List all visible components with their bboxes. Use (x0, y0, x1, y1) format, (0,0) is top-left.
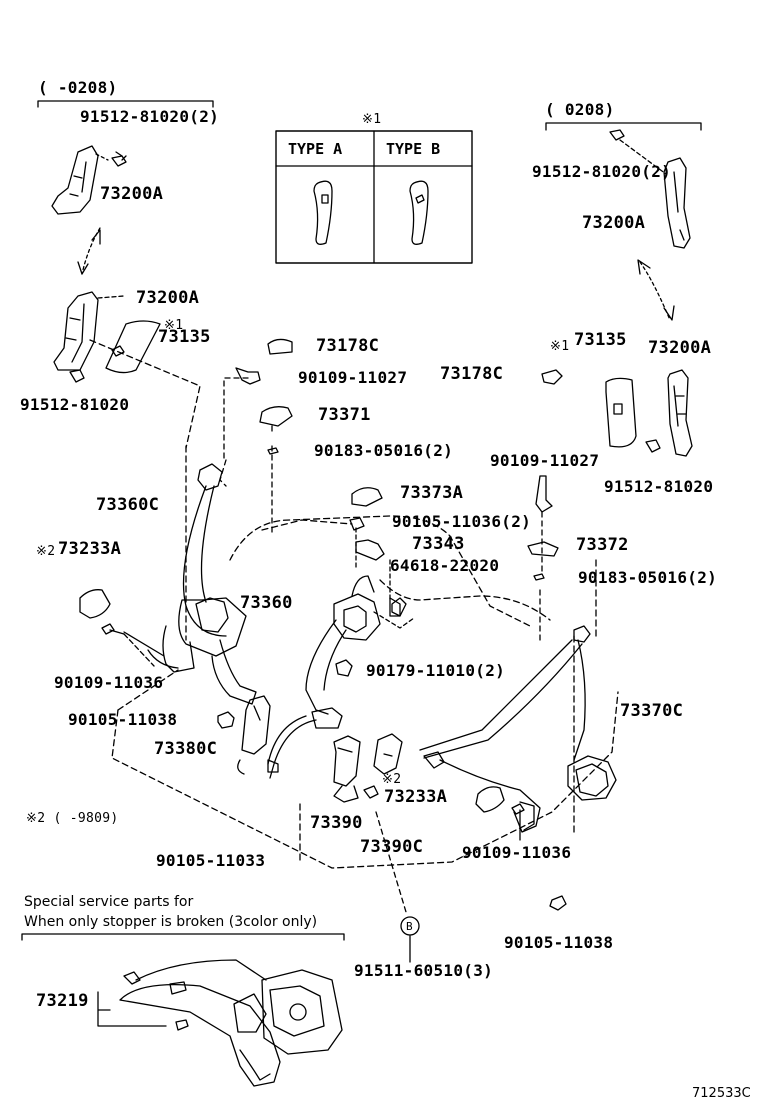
part-label[interactable]: 73373A (400, 483, 464, 503)
mark-1-table: ※1 (362, 112, 382, 127)
part-label[interactable]: 90183-05016(2) (578, 568, 718, 587)
type-b-header: TYPE B (386, 140, 441, 158)
range-bracket-left (37, 100, 214, 108)
bolt-90109-11036-left (101, 623, 165, 657)
callout-b-letter: B (406, 920, 413, 933)
guide-73373A (351, 487, 383, 507)
mark-1-right: ※1 (550, 339, 570, 354)
pillar-cover-left (105, 320, 161, 374)
part-label[interactable]: 64618-22020 (390, 556, 500, 575)
bolt-90109-11027-center (235, 367, 261, 385)
anchor-bracket-mid-left (53, 291, 125, 383)
mark-1-left: ※1 (164, 318, 184, 333)
pillar-cover-right (605, 377, 637, 448)
bolt-90109-11036-right (511, 803, 525, 841)
cap-73178C-right (541, 369, 563, 385)
part-label[interactable]: 73371 (318, 405, 371, 425)
part-label[interactable]: 73370C (620, 701, 684, 721)
part-label[interactable]: 90109-11036 (54, 673, 164, 692)
buckle-center (333, 733, 403, 803)
part-label[interactable]: 73135 (158, 327, 211, 347)
part-label[interactable]: 73372 (576, 535, 629, 555)
part-label[interactable]: 73200A (582, 213, 646, 233)
part-label[interactable]: 73343 (412, 534, 465, 554)
special-service-line2: When only stopper is broken (3color only… (24, 914, 318, 930)
bolt-90109-11027-right (535, 475, 553, 513)
mark-2-center: ※2 (382, 772, 402, 787)
nut-90105-11038-left (217, 711, 235, 729)
part-label[interactable]: 73178C (316, 336, 380, 356)
range-label-left: ( -0208) (38, 78, 118, 97)
range-label-right: ( 0208) (545, 100, 615, 119)
part-label[interactable]: 73219 (36, 991, 89, 1011)
anchor-bracket-top-left (51, 145, 127, 215)
type-a-header: TYPE A (288, 140, 343, 158)
buckle-73380C (241, 695, 271, 755)
part-label[interactable]: 90105-11038 (68, 710, 178, 729)
part-label[interactable]: 90109-11036 (462, 843, 572, 862)
range-bracket-right (545, 122, 702, 131)
part-label[interactable]: 73233A (58, 539, 122, 559)
part-label[interactable]: 90109-11027 (490, 451, 600, 470)
callout-b-circle (400, 916, 420, 936)
guide-73371 (259, 406, 293, 427)
part-label[interactable]: 90109-11027 (298, 368, 408, 387)
part-label[interactable]: 73178C (440, 364, 504, 384)
part-label[interactable]: 73200A (100, 184, 164, 204)
diagram-id: 712533C (692, 1086, 751, 1101)
mark-2-left: ※2 (36, 544, 56, 559)
part-label[interactable]: 73200A (136, 288, 200, 308)
arrow-down-left (81, 227, 101, 275)
washer-90183-center (267, 447, 279, 455)
anchor-bracket-mid-right (645, 369, 693, 457)
part-label[interactable]: 73360 (240, 593, 293, 613)
note-2-range: ※2 ( -9809) (26, 811, 119, 826)
part-label[interactable]: 90105-11038 (504, 933, 614, 952)
part-label[interactable]: 91512-81020 (604, 477, 714, 496)
part-label[interactable]: 73135 (574, 330, 627, 350)
part-label[interactable]: 90105-11036(2) (392, 512, 532, 531)
part-label[interactable]: 73390C (360, 837, 424, 857)
bracket-73343 (355, 539, 385, 561)
part-label[interactable]: 90105-11033 (156, 851, 266, 870)
part-label[interactable]: 73233A (384, 787, 448, 807)
belt-assembly-right (419, 559, 617, 837)
part-label[interactable]: 90183-05016(2) (314, 441, 454, 460)
special-service-divider (21, 933, 345, 941)
type-table-frame (275, 130, 473, 264)
clip-64618-22020 (391, 597, 407, 617)
side-cover-73233A-center (475, 786, 505, 813)
cap-73178C-center (267, 338, 293, 355)
part-label[interactable]: 73200A (648, 338, 712, 358)
seat-outline (111, 515, 619, 869)
guide-73372 (527, 541, 559, 557)
washer-90183-right (533, 573, 545, 581)
part-label[interactable]: 73360C (96, 495, 160, 515)
part-label[interactable]: 91512-81020 (20, 395, 130, 414)
part-label[interactable]: 91512-81020(2) (532, 162, 672, 181)
belt-assembly-center (267, 575, 415, 779)
part-label[interactable]: 73390 (310, 813, 363, 833)
part-label[interactable]: 91512-81020(2) (80, 107, 220, 126)
type-a-cover-icon (313, 180, 333, 245)
special-service-line1: Special service parts for (24, 894, 194, 910)
part-label[interactable]: 91511-60510(3) (354, 961, 494, 980)
nut-90105-11038-right (549, 895, 567, 911)
belt-assembly-left (147, 445, 257, 705)
part-label[interactable]: 90179-11010(2) (366, 661, 506, 680)
bolt-90105-11036 (349, 517, 365, 531)
anchor-bracket-top-right (609, 129, 691, 249)
special-service-buckle (119, 959, 343, 1087)
part-label[interactable]: 73380C (154, 739, 218, 759)
type-b-cover-icon (409, 180, 429, 245)
side-cover-73233A-left (79, 589, 111, 619)
